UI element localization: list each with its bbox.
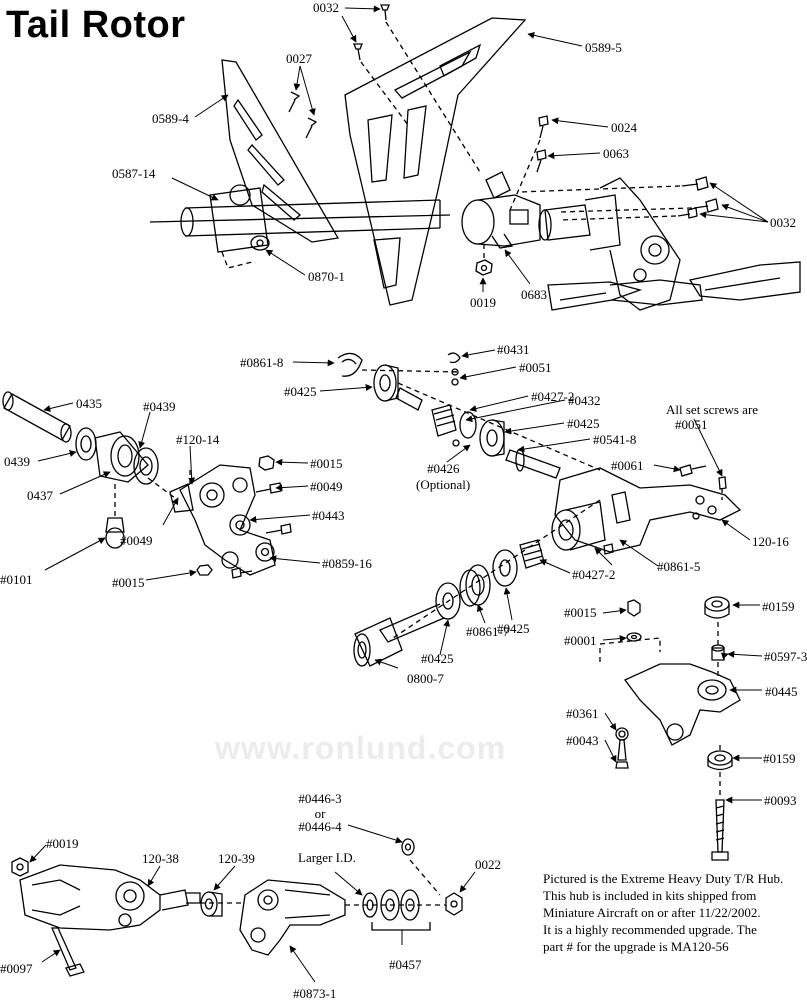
top-dash-lines [221,21,693,269]
label-0015-b: #0015 [112,575,145,590]
label-0432: #0432 [568,393,601,408]
bellcrank-120-14 [169,464,276,576]
label-0425-d: #0425 [421,651,454,666]
label-0063: 0063 [603,146,629,161]
bellcrank-hardware [196,455,292,579]
gearbox-case [461,171,541,249]
label-0426: #0426 [427,461,460,476]
label-0800-7: 0800-7 [407,671,444,686]
label-0015-a: #0015 [310,456,343,471]
label-0683: 0683 [521,287,547,302]
label-larger-id: Larger I.D. [298,850,356,865]
label-0446-3: #0446-3 [298,791,342,806]
tail-blades [547,261,801,311]
label-0032-top: 0032 [313,0,339,15]
label-0022: 0022 [475,857,501,872]
label-optional: (Optional) [416,477,471,492]
shaft-hardware [603,464,727,555]
label-0027: 0027 [286,51,312,66]
label-0019-hash: #0019 [46,836,79,851]
note-line: This hub is included in kits shipped fro… [543,888,757,903]
label-0435: 0435 [76,396,102,411]
mid-dash-lines [361,369,723,641]
label-0001: #0001 [564,633,597,648]
label-0049-a: #0049 [310,479,343,494]
label-0587-14: 0587-14 [112,166,156,181]
label-0051: #0051 [519,360,552,375]
label-0870-1: 0870-1 [308,269,345,284]
vertical-fin [344,17,527,306]
tail-rotor-hub [538,177,681,311]
right-dash-lines [599,622,721,798]
label-0159-a: #0159 [762,599,795,614]
upgrade-note: Pictured is the Extreme Heavy Duty T/R H… [543,870,798,955]
label-0019: 0019 [470,295,496,310]
label-0427-2-b: #0427-2 [572,567,616,582]
pitch-control-parts [615,596,741,861]
label-0425-c: #0425 [497,621,530,636]
label-0061: #0061 [611,458,644,473]
label-0427-2-a: #0427-2 [531,389,575,404]
label-0032-right: 0032 [770,215,796,230]
label-0015-c: #0015 [564,605,597,620]
label-0861-5: #0861-5 [657,559,701,574]
label-0445: #0445 [765,684,798,699]
label-0425-a: #0425 [284,384,317,399]
label-120-14: #120-14 [176,432,220,447]
tail-boom [149,199,451,237]
label-0049-b: #0049 [120,533,153,548]
note-line: Miniature Aircraft on or after 11/22/200… [543,905,761,920]
blade-grip-120-38 [19,864,201,931]
bellcrank-bearings-housing [75,427,159,485]
note-line: It is a highly recommended upgrade. The [543,922,757,937]
boom-clamp [209,184,270,253]
thrust-bearing-set [362,838,463,931]
label-0859-16: #0859-16 [322,556,372,571]
label-set-screws-2: #0051 [675,417,708,432]
label-0589-4: 0589-4 [152,111,189,126]
label-0097: #0097 [0,961,33,976]
right-bellcrank-120-16 [554,467,742,553]
label-0446-4: #0446-4 [298,819,342,834]
top-hardware [288,4,719,276]
horizontal-fin [221,59,340,243]
label-0043: #0043 [566,733,599,748]
label-120-38: 120-38 [142,851,179,866]
label-0439: 0439 [4,454,30,469]
bellcrank-pin [105,517,125,549]
label-0159-b: #0159 [763,751,796,766]
label-set-screws-1: All set screws are [666,402,759,417]
watermark: www.ronlund.com [215,730,507,766]
label-0873-1: #0873-1 [293,986,337,1001]
label-0861-8: #0861-8 [240,355,284,370]
label-0541-8: #0541-8 [593,432,637,447]
label-or: or [314,806,326,821]
label-0861-7: #0861-7 [466,624,510,639]
label-0431: #0431 [497,342,530,357]
bottom-dash-lines [200,859,446,906]
label-0093: #0093 [764,793,797,808]
pitch-slider-tube [2,391,72,443]
blade-holder-0873-1 [239,879,346,956]
label-0024: 0024 [611,120,637,135]
label-120-16: 120-16 [752,534,789,549]
label-0437: 0437 [27,488,53,503]
label-0425-b: #0425 [567,416,600,431]
label-0439-hash: #0439 [143,399,176,414]
note-line: part # for the upgrade is MA120-56 [543,939,729,954]
label-0597-3: #0597-3 [764,649,807,664]
blade-grip-hardware [11,857,223,977]
label-0101: #0101 [0,572,33,587]
leader-lines [29,5,769,983]
page-title: Tail Rotor [6,4,186,46]
mid-left-dash-lines [114,470,191,516]
label-0589-5: 0589-5 [585,40,622,55]
label-120-39: 120-39 [218,851,255,866]
label-0443: #0443 [312,508,345,523]
label-0457: #0457 [389,957,422,972]
label-0361: #0361 [566,706,599,721]
note-line: Pictured is the Extreme Heavy Duty T/R H… [543,871,784,886]
